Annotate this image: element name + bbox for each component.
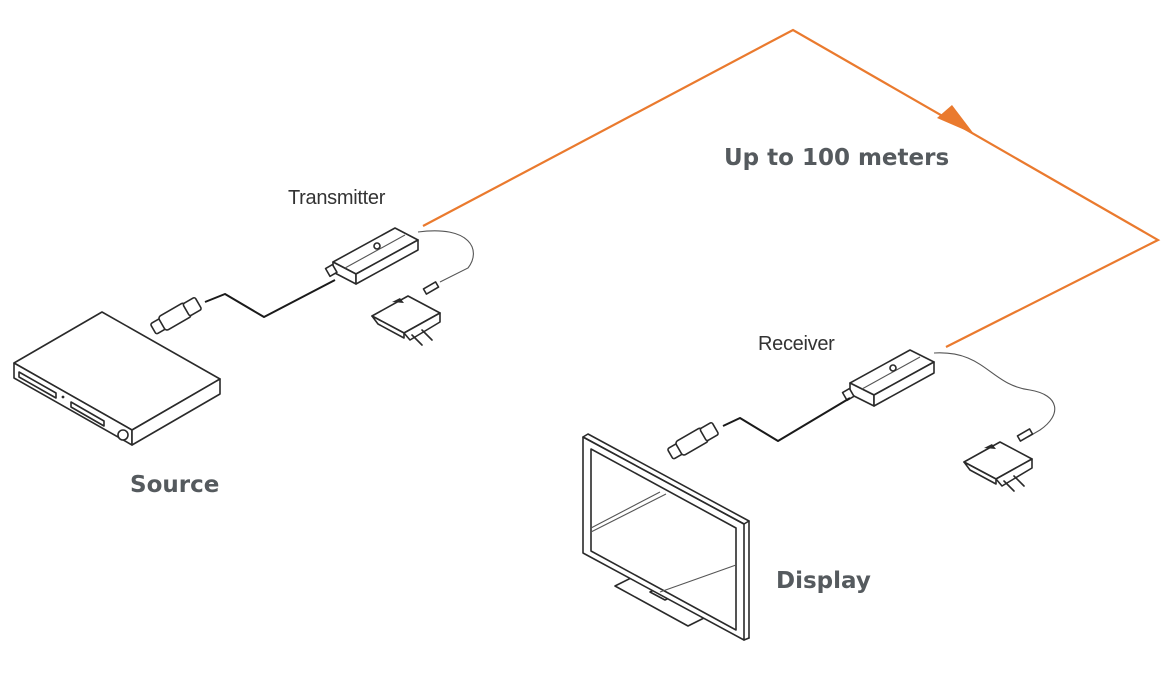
arrow-head-icon: [937, 105, 974, 134]
receiver-hdmi-cable: [667, 397, 851, 460]
source-device: [13, 311, 221, 446]
power-button-icon: [117, 429, 129, 441]
transmitter-label: Transmitter: [288, 187, 386, 209]
source-hdmi-cable: [150, 279, 336, 335]
source-label: Source: [130, 472, 220, 498]
transmitter-device: [324, 227, 474, 285]
distance-label: Up to 100 meters: [724, 145, 950, 171]
transmitter-power-adapter: [371, 281, 441, 346]
link-line: [422, 28, 1161, 348]
monitor-screen: [590, 448, 737, 631]
receiver-power-adapter: [963, 428, 1034, 492]
display-label: Display: [776, 568, 871, 594]
link-edge: [422, 28, 1161, 348]
source-side-face: [131, 378, 221, 446]
receiver-label: Receiver: [758, 333, 835, 355]
receiver-device: [841, 349, 1056, 438]
display-device: [582, 433, 750, 641]
